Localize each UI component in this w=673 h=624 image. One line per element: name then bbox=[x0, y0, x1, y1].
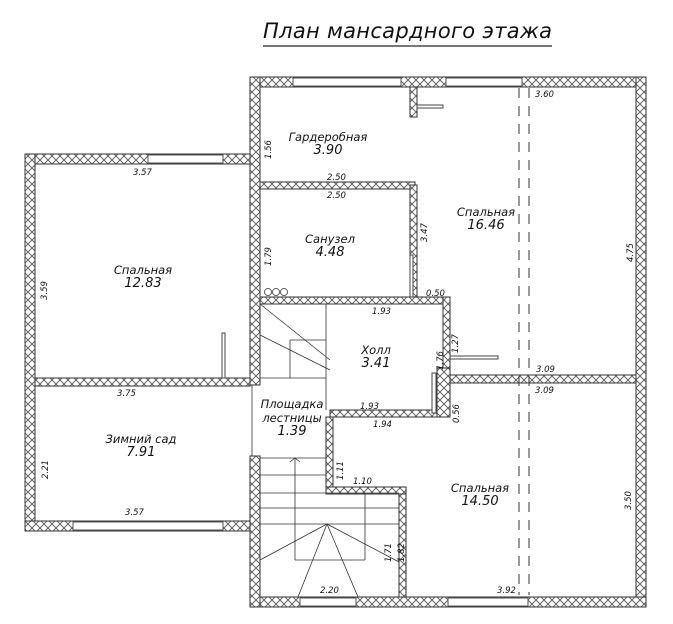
room-stair-landing: Площадка лестницы 1.39 bbox=[257, 397, 327, 439]
interior-walls bbox=[259, 86, 637, 598]
dimension-label: 3.57 bbox=[125, 508, 144, 518]
dimension-label: 0.50 bbox=[426, 289, 445, 299]
room-name: Спальная bbox=[450, 481, 510, 495]
room-area: 3.90 bbox=[313, 143, 343, 158]
room-area: 12.83 bbox=[124, 276, 162, 291]
dimension-label: 3.57 bbox=[133, 168, 152, 178]
room-winter-garden: Зимний сад 7.91 bbox=[106, 432, 177, 460]
dimension-label: 3.92 bbox=[497, 586, 516, 596]
room-hall: Холл 3.41 bbox=[361, 343, 391, 371]
dimension-label: 3.09 bbox=[535, 386, 554, 396]
dimension-label: 3.59 bbox=[40, 281, 50, 300]
dimension-label: 1.94 bbox=[373, 420, 392, 430]
room-name: Зимний сад bbox=[105, 432, 177, 446]
dimension-label: 1.56 bbox=[264, 140, 274, 159]
room-area: 1.39 bbox=[277, 424, 307, 439]
dimension-label: 2.21 bbox=[41, 460, 51, 479]
dimension-label: 1.27 bbox=[451, 334, 461, 353]
ridge-line bbox=[518, 88, 530, 595]
dimension-label: 1.76 bbox=[436, 351, 446, 370]
room-name: Площадка лестницы bbox=[260, 397, 324, 425]
dimension-label: 1.93 bbox=[360, 402, 379, 412]
dimension-label: 2.20 bbox=[320, 586, 339, 596]
room-name: Холл bbox=[361, 343, 391, 357]
windows bbox=[72, 77, 529, 607]
room-area: 3.41 bbox=[361, 356, 391, 371]
room-bedroom-se: Спальная 14.50 bbox=[451, 481, 509, 509]
room-bedroom-ne: Спальная 16.46 bbox=[457, 205, 515, 233]
room-name: Санузел bbox=[305, 232, 355, 246]
room-bedroom-w: Спальная 12.83 bbox=[114, 263, 172, 291]
stairs bbox=[251, 303, 400, 598]
dimension-label: 1.79 bbox=[264, 247, 274, 266]
dimension-label: 3.75 bbox=[117, 389, 136, 399]
dimension-label: 1.93 bbox=[372, 307, 391, 317]
dimension-label: 3.47 bbox=[420, 223, 430, 242]
plan-title: План мансардного этажа bbox=[263, 18, 553, 47]
dimension-label: 1.82 bbox=[397, 543, 407, 562]
dimension-label: 3.50 bbox=[624, 491, 634, 510]
dimension-label: 1.71 bbox=[384, 543, 394, 562]
room-area: 16.46 bbox=[467, 218, 505, 233]
room-area: 7.91 bbox=[126, 445, 156, 460]
room-name: Гардеробная bbox=[288, 130, 368, 144]
dimension-label: 3.60 bbox=[535, 90, 554, 100]
room-name: Спальная bbox=[456, 205, 516, 219]
room-bathroom: Санузел 4.48 bbox=[305, 232, 355, 260]
dimension-label: 3.09 bbox=[536, 365, 555, 375]
dimension-label: 0.56 bbox=[452, 404, 462, 423]
dimension-label: 1.10 bbox=[353, 477, 372, 487]
dimension-label: 2.50 bbox=[327, 173, 346, 183]
dimension-label: 4.75 bbox=[626, 243, 636, 262]
fixtures bbox=[264, 288, 288, 296]
room-area: 4.48 bbox=[315, 245, 345, 260]
room-name: Спальная bbox=[113, 263, 173, 277]
doors bbox=[221, 104, 499, 414]
dimension-label: 2.50 bbox=[327, 191, 346, 201]
room-area: 14.50 bbox=[461, 494, 499, 509]
dimension-label: 1.11 bbox=[336, 461, 346, 480]
room-wardrobe: Гардеробная 3.90 bbox=[289, 130, 368, 158]
